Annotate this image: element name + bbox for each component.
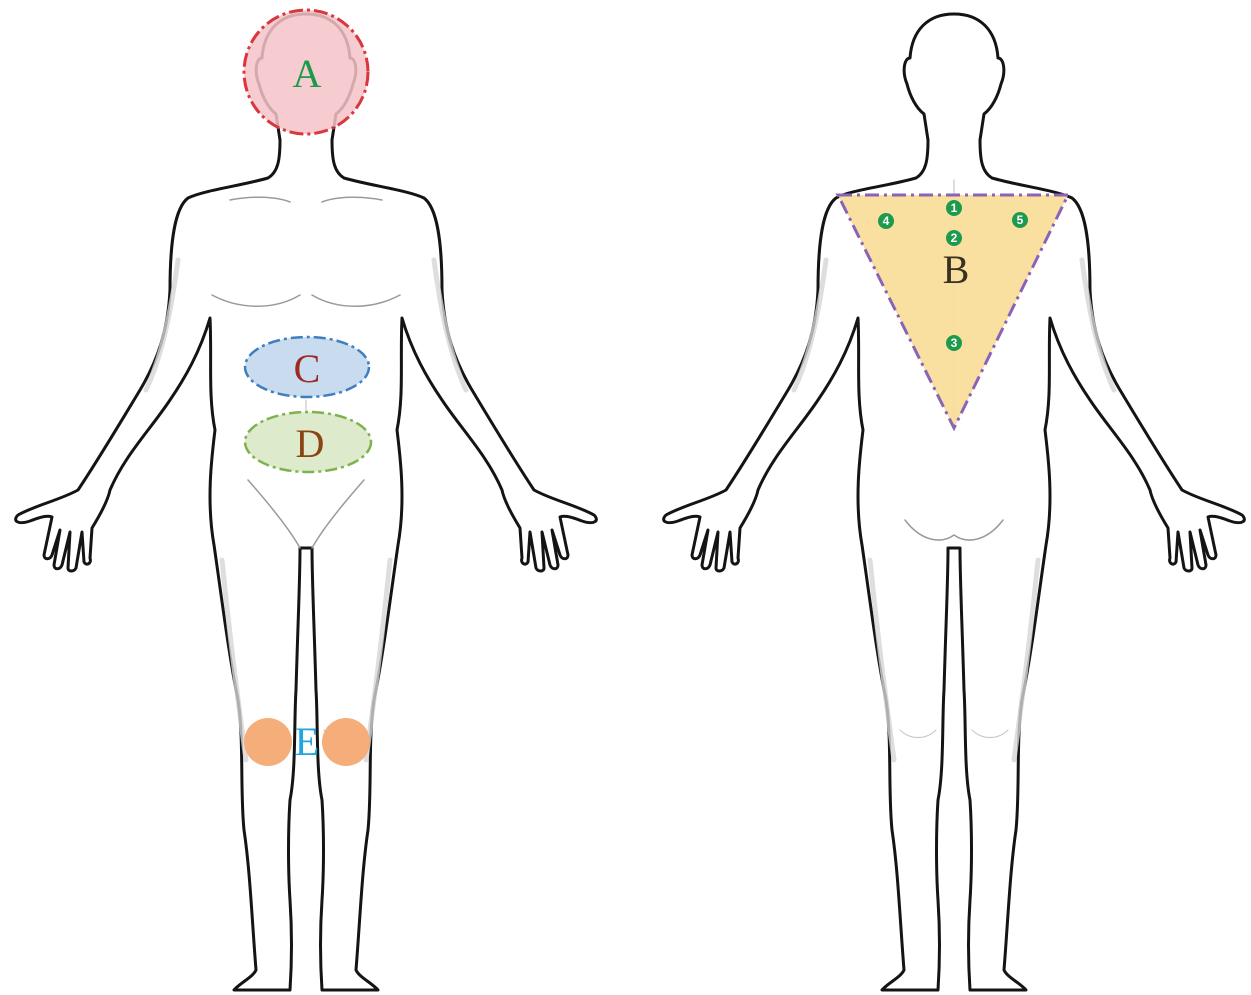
zone-e-right-knee [322, 718, 370, 766]
point-3-number: 3 [951, 336, 958, 350]
zone-c: C [245, 337, 369, 397]
zone-a-label: A [293, 51, 322, 96]
point-4: 4 [878, 213, 894, 229]
zone-d-label: D [296, 421, 325, 466]
point-5-number: 5 [1017, 213, 1024, 227]
front-figure [16, 14, 597, 990]
zone-e-label: E [295, 719, 319, 764]
zone-c-label: C [294, 346, 321, 391]
point-1-number: 1 [951, 201, 958, 215]
back-body-outline [664, 14, 1245, 990]
point-5: 5 [1012, 212, 1028, 228]
point-3: 3 [946, 335, 962, 351]
zone-b-label: B [943, 247, 970, 292]
back-figure [664, 14, 1245, 990]
point-2-number: 2 [951, 231, 958, 245]
zone-e: E [244, 718, 370, 766]
point-4-number: 4 [883, 214, 890, 228]
zone-a: A [244, 10, 368, 134]
point-2: 2 [946, 230, 962, 246]
zone-d: D [245, 412, 371, 472]
point-1: 1 [946, 200, 962, 216]
front-body-outline [16, 14, 597, 990]
zone-e-left-knee [244, 718, 292, 766]
